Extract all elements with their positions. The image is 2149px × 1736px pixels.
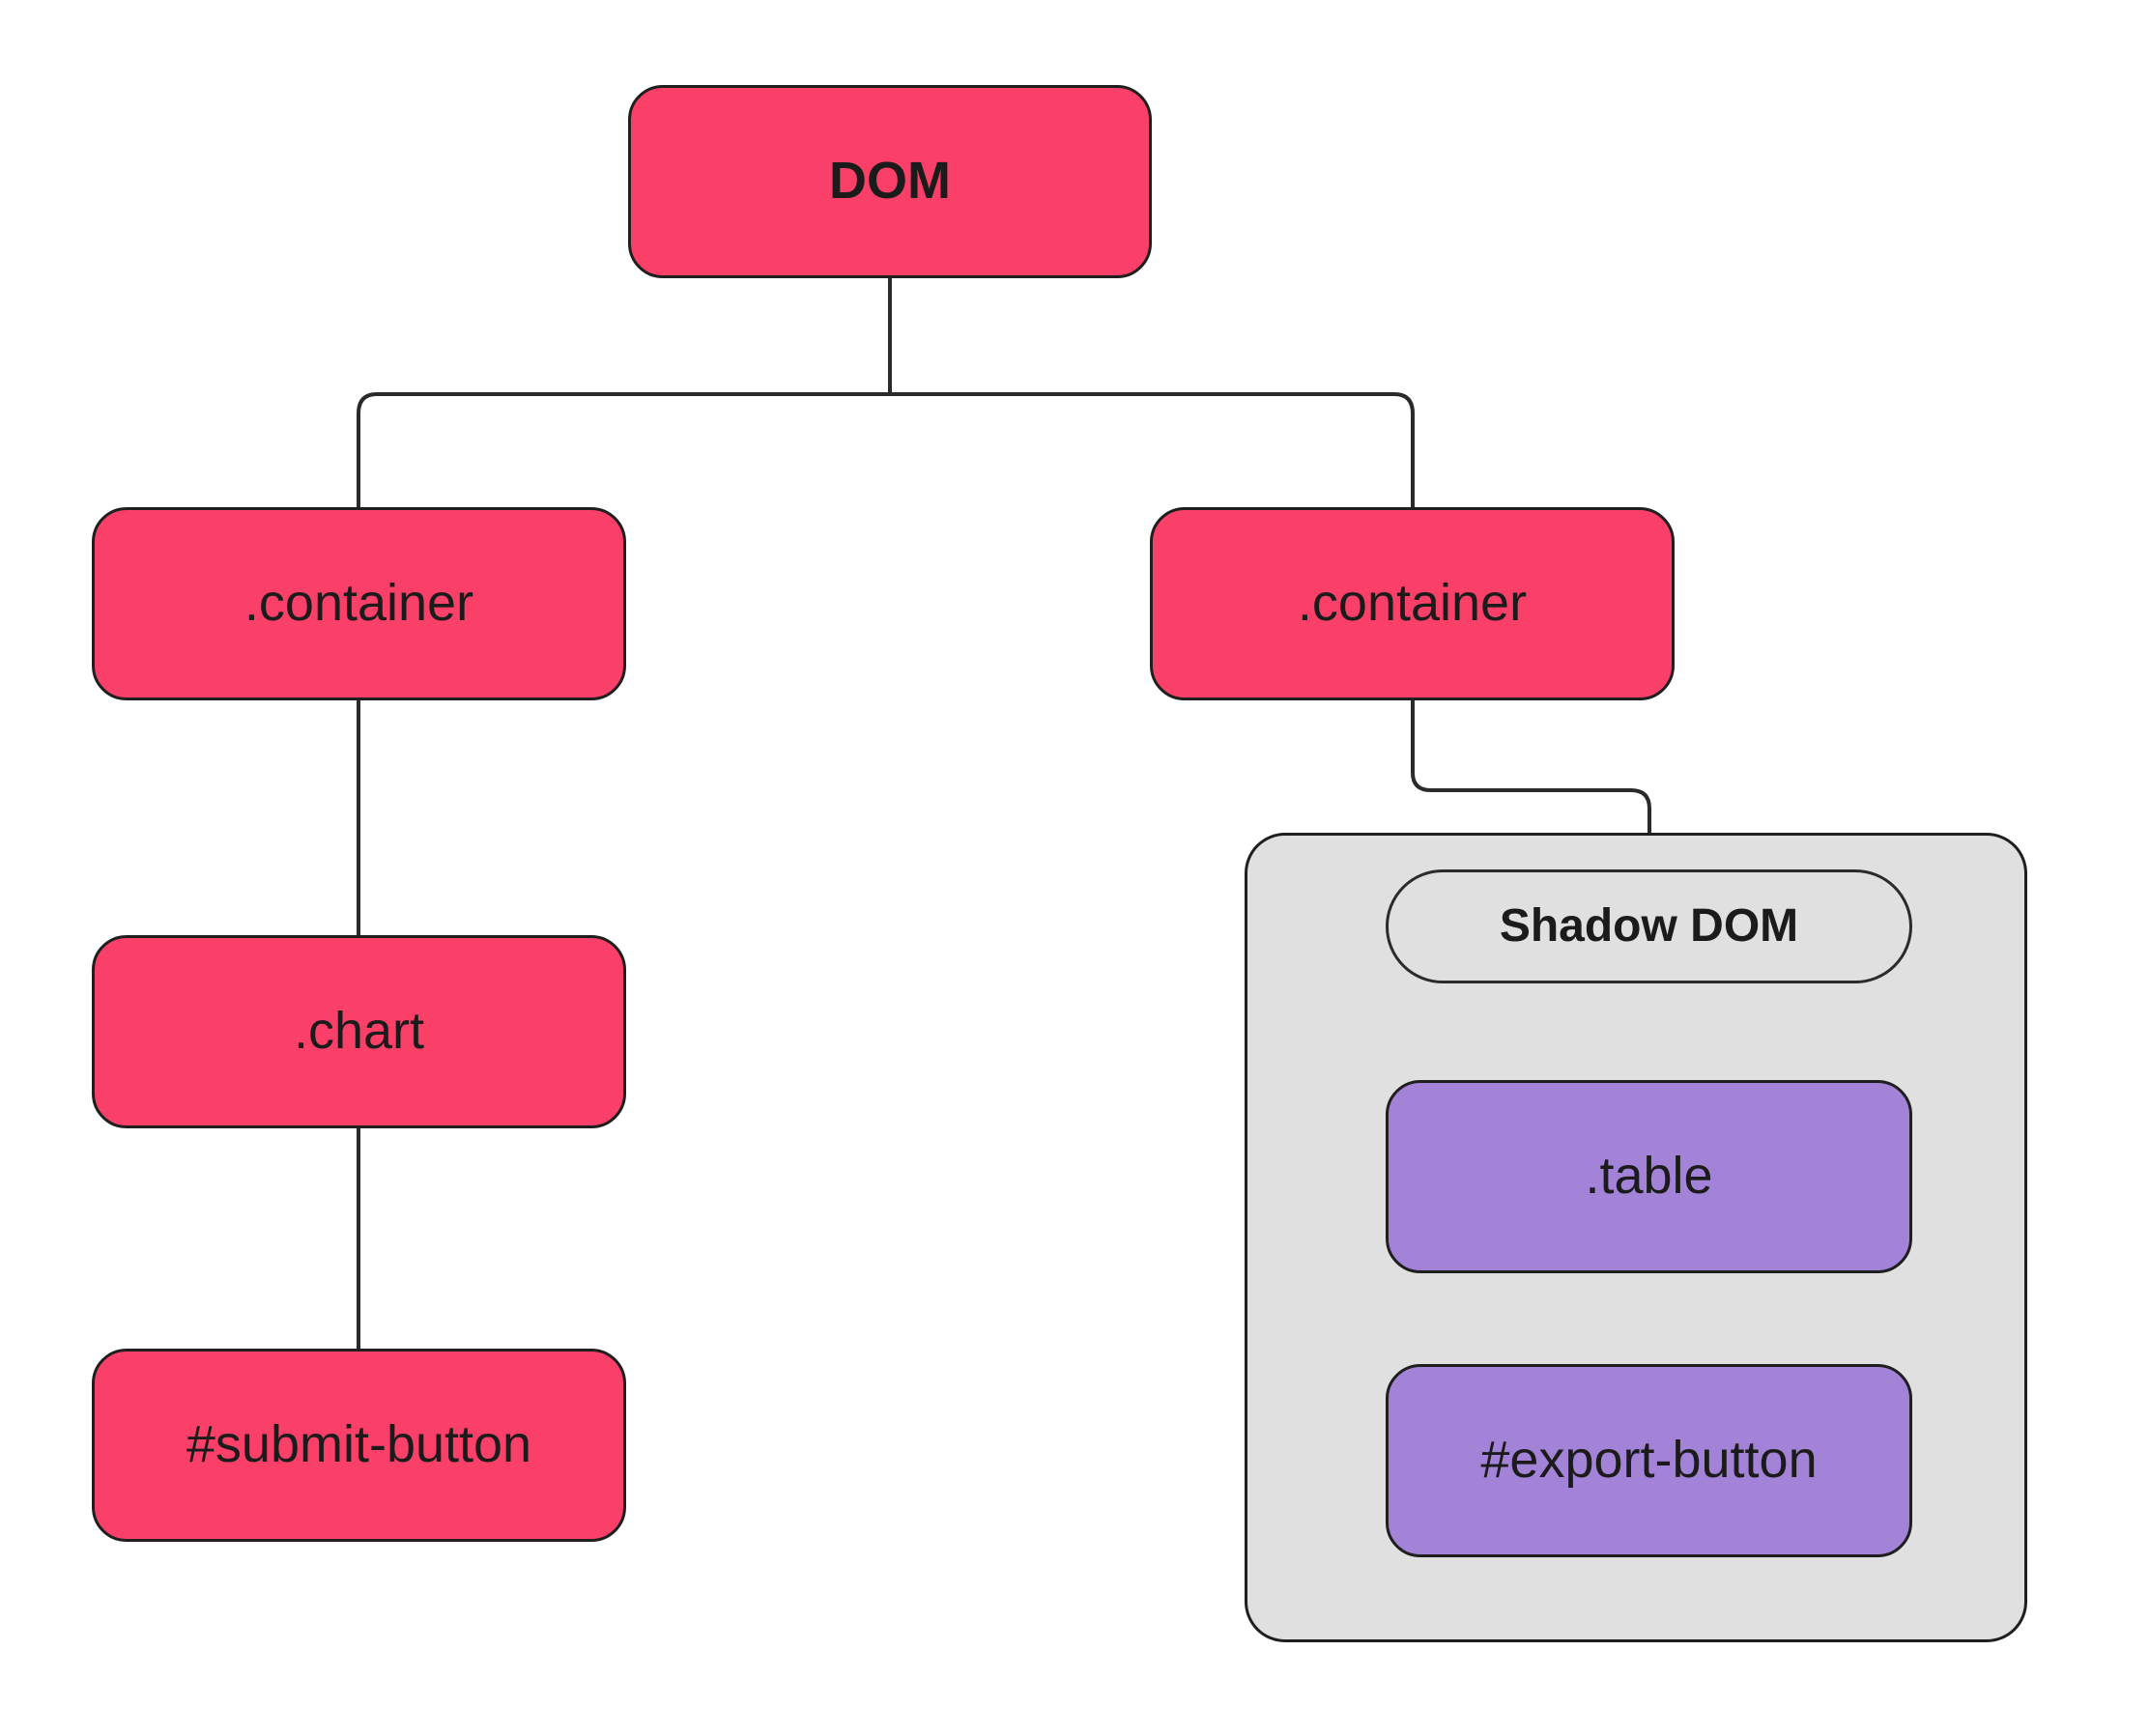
node-container-left[interactable]: .container <box>92 507 626 700</box>
edge-dom-to-container-right <box>890 392 1415 507</box>
node-shadow-dom-label[interactable]: Shadow DOM <box>1386 869 1912 983</box>
node-chart[interactable]: .chart <box>92 935 626 1128</box>
node-submit-button[interactable]: #submit-button <box>92 1349 626 1542</box>
edge-dom-to-container-left <box>357 392 890 507</box>
node-container-right[interactable]: .container <box>1150 507 1675 700</box>
node-dom[interactable]: DOM <box>628 85 1152 278</box>
node-export-button[interactable]: #export-button <box>1386 1364 1912 1557</box>
node-table[interactable]: .table <box>1386 1080 1912 1273</box>
